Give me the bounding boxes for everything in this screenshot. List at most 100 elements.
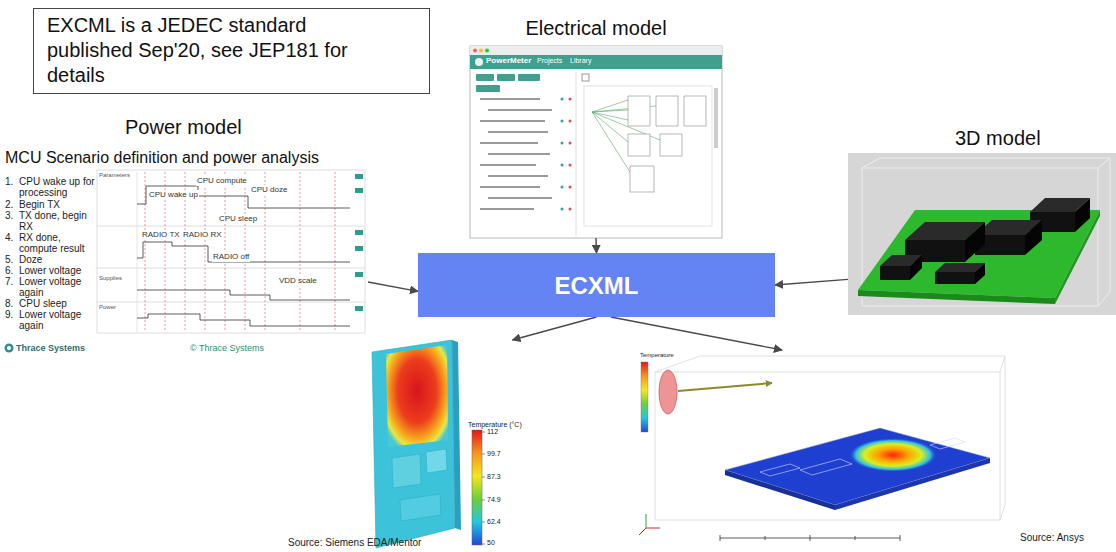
- note-text: EXCML is a JEDEC standard published Sep'…: [47, 13, 377, 88]
- row-label: Supplies: [99, 275, 122, 282]
- chart-annotation: RADIO RX: [182, 230, 223, 240]
- cool-part: [400, 494, 441, 521]
- thermal-panel: Source: Siemens EDA/Mentor: [368, 340, 520, 540]
- panel-heading: 3D model: [955, 126, 1041, 150]
- domain-box: [655, 356, 1005, 520]
- component: [935, 263, 985, 284]
- thermal-panel: Source: Ansys: [630, 350, 1010, 545]
- chart-annotation: CPU doze: [250, 185, 288, 195]
- flow-arrow: [775, 279, 848, 285]
- title-bar: [470, 46, 722, 55]
- box-title: ECXML: [555, 271, 639, 300]
- pcb-edge: [725, 470, 835, 510]
- list-item: TX done, begin RX: [19, 210, 95, 232]
- power-chart: [97, 170, 365, 333]
- tool-icon: [582, 74, 589, 81]
- list-item: Lower voltage: [19, 265, 95, 276]
- chart-button: [355, 174, 363, 179]
- schematic-block: [656, 96, 678, 126]
- flow-arrow: [595, 238, 597, 253]
- list-number: 7.: [5, 276, 13, 287]
- scale-title: Temperature: [640, 352, 674, 359]
- hot-area: [849, 438, 937, 472]
- scale-title: Temperature (°C): [468, 421, 522, 429]
- airflow-result: [639, 356, 1005, 541]
- copyright-note: © Thrace Systems: [190, 343, 264, 354]
- list-number: 8.: [5, 298, 13, 309]
- schematic-block: [630, 166, 654, 192]
- company-logo: [5, 344, 14, 353]
- list-item: Doze: [19, 254, 95, 265]
- fan-inlet: [659, 370, 677, 414]
- toolbar-button: [518, 74, 540, 81]
- flow-arrow: [368, 282, 418, 291]
- window-button: [479, 49, 483, 53]
- chart-annotation: CPU compute: [196, 176, 248, 186]
- divider: [576, 72, 577, 236]
- schematic-block: [684, 96, 706, 126]
- radio-waveform: [137, 242, 350, 262]
- list-item: Lower voltage again: [19, 309, 95, 331]
- list-item: Lower voltage again: [19, 276, 95, 298]
- pcb-edge: [858, 290, 1055, 304]
- chart-annotation: VDD scale: [278, 276, 318, 286]
- row-label: Power: [99, 304, 116, 311]
- pcb-board: [725, 428, 990, 505]
- tree-rows: [480, 99, 552, 209]
- chart-button: [355, 188, 363, 193]
- header-bar: [470, 55, 722, 69]
- window-frame: [470, 46, 722, 238]
- cool-part: [426, 449, 447, 473]
- status-dots: [561, 99, 564, 209]
- list-number: 1.: [5, 176, 13, 187]
- component-side: [975, 263, 985, 284]
- vdd-waveform: [137, 290, 350, 300]
- delete-dots: [569, 99, 572, 209]
- component: [975, 220, 1042, 255]
- chart-button: [355, 306, 363, 311]
- scale-value: 74.9: [487, 496, 501, 504]
- source-note: Source: Siemens EDA/Mentor: [288, 537, 421, 549]
- logo-text: Thrace Systems: [16, 343, 85, 354]
- list-item: Begin TX: [19, 199, 95, 210]
- axis-line: [137, 172, 138, 332]
- model-panel: 3D model: [848, 153, 1116, 315]
- scale-bar: [720, 535, 900, 541]
- model-ground: [848, 153, 1116, 315]
- board-3d-model: [848, 153, 1116, 315]
- hot-chip: [386, 345, 448, 447]
- scrollbar: [714, 88, 718, 148]
- cpu-waveform: [137, 186, 350, 208]
- schematic-block: [628, 134, 650, 156]
- window-button: [485, 49, 489, 53]
- toolbar-button: [476, 74, 494, 81]
- axis-y: [646, 514, 647, 528]
- list-item: CPU sleep: [19, 298, 95, 309]
- window-button: [473, 49, 477, 53]
- scale-value: 50: [487, 539, 495, 547]
- component-side: [1075, 198, 1090, 232]
- component-front: [880, 266, 910, 280]
- scale-ticks: [482, 432, 485, 544]
- list-number: 5.: [5, 254, 13, 265]
- menu-item: Library: [570, 57, 591, 65]
- note-box: EXCML is a JEDEC standard published Sep'…: [33, 8, 430, 94]
- power-waveform: [137, 314, 350, 326]
- chart-annotation: RADIO off: [212, 252, 250, 262]
- app-logo: [475, 58, 483, 66]
- color-scale: [641, 362, 648, 432]
- axis-z: [639, 528, 646, 535]
- scale-value: 99.7: [487, 450, 501, 458]
- chart-button: [355, 272, 363, 277]
- thermal-result: [372, 340, 485, 548]
- component-side: [910, 255, 922, 280]
- component-side: [965, 222, 985, 262]
- screenshot-panel: Electrical model: [470, 46, 722, 238]
- list-number: 6.: [5, 265, 13, 276]
- chart-button: [355, 230, 363, 235]
- list-item: CPU wake up for processing: [19, 176, 95, 198]
- schematic-block: [660, 134, 682, 156]
- list-number: 9.: [5, 309, 13, 320]
